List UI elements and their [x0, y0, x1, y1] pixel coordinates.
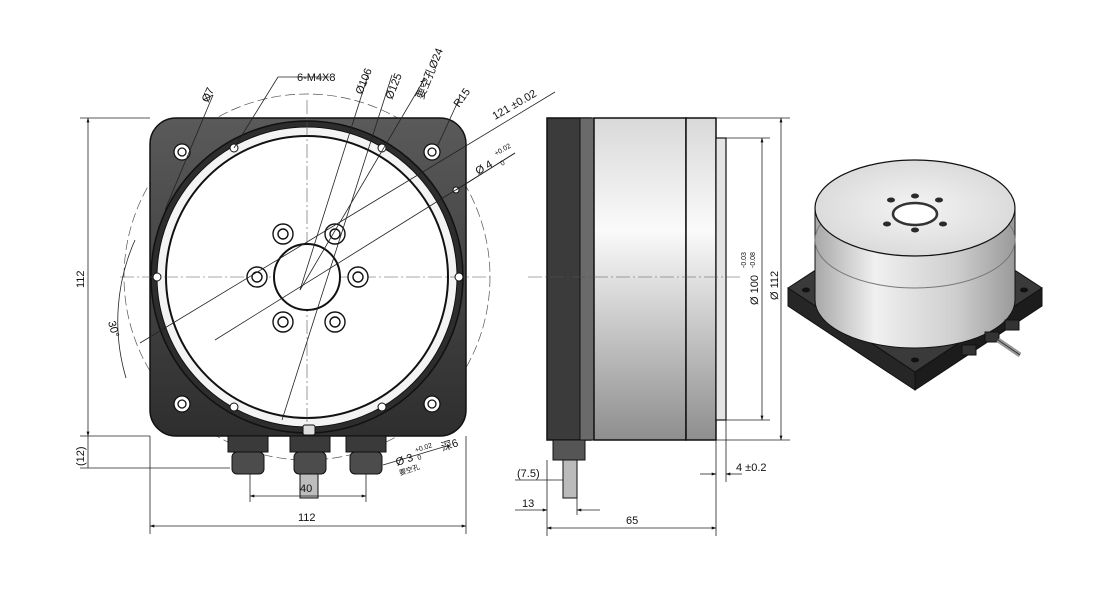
front-view: Ø7 6-M4X8 Ø106 Ø125 要空孔Ø24 R15 121 ±0.02… — [75, 46, 556, 534]
label-spigot-lower: -0.08 — [750, 252, 757, 268]
label-bolt-circle-1: Ø106 — [354, 67, 375, 96]
side-cable — [562, 459, 578, 499]
label-cable-offset: (7.5) — [517, 468, 540, 480]
label-bolt-circle-2: Ø125 — [384, 72, 405, 101]
label-pin2-lower: 0 — [417, 454, 423, 462]
label-body-diameter: Ø 112 — [769, 271, 781, 300]
ring-holes — [152, 143, 464, 412]
label-thread: 6-M4X8 — [297, 72, 336, 84]
label-cable-spacing: 40 — [300, 483, 312, 495]
isometric-render — [787, 159, 1043, 391]
label-pin-hole-lower: 0 — [500, 160, 507, 168]
label-outer-tol: 121 ±0.02 — [491, 88, 539, 123]
label-center-hole: 要空孔Ø24 — [413, 46, 446, 101]
label-pin2-group: Ø 3 +0.02 0 深6 要空孔 — [394, 436, 460, 477]
side-dimension-lines — [515, 117, 790, 536]
label-pin-hole-upper: +0.02 — [494, 143, 513, 158]
label-pin2: Ø 3 — [394, 452, 415, 469]
label-holes-outer: Ø7 — [200, 86, 217, 104]
side-spigot — [715, 137, 727, 421]
side-flange-step — [579, 117, 595, 441]
front-dimension-lines — [80, 117, 467, 534]
leader-lines — [139, 74, 556, 421]
label-spigot-diameter: Ø 100 — [749, 275, 761, 305]
angle-arc — [117, 239, 136, 379]
label-radius: R15 — [452, 86, 473, 109]
label-spigot-height: 4 ±0.2 — [736, 462, 767, 474]
label-height: 112 — [75, 270, 87, 288]
label-cable-height: (12) — [75, 446, 87, 466]
label-width: 112 — [298, 512, 316, 524]
side-gland — [552, 439, 586, 461]
side-body — [593, 117, 687, 441]
cable-glands — [227, 424, 387, 499]
label-pin-hole: Ø 4 — [474, 158, 495, 177]
label-length: 65 — [626, 515, 638, 527]
corner-holes — [173, 143, 441, 413]
iso-center-hole — [891, 201, 939, 227]
center-hole — [273, 243, 341, 311]
iso-flange-holes — [802, 287, 1028, 363]
iso-hub-holes — [883, 193, 947, 233]
side-cap — [685, 117, 717, 441]
side-view: Ø 100 -0.03 -0.08 Ø 112 4 ±0.2 (7.5) 13 … — [515, 117, 790, 536]
iso-connectors — [961, 319, 1022, 358]
label-angle: 30° — [105, 320, 121, 339]
label-pin2-depth: 深6 — [440, 436, 460, 454]
label-cable-length: 13 — [522, 498, 534, 510]
label-spigot-upper: -0.03 — [741, 252, 748, 268]
